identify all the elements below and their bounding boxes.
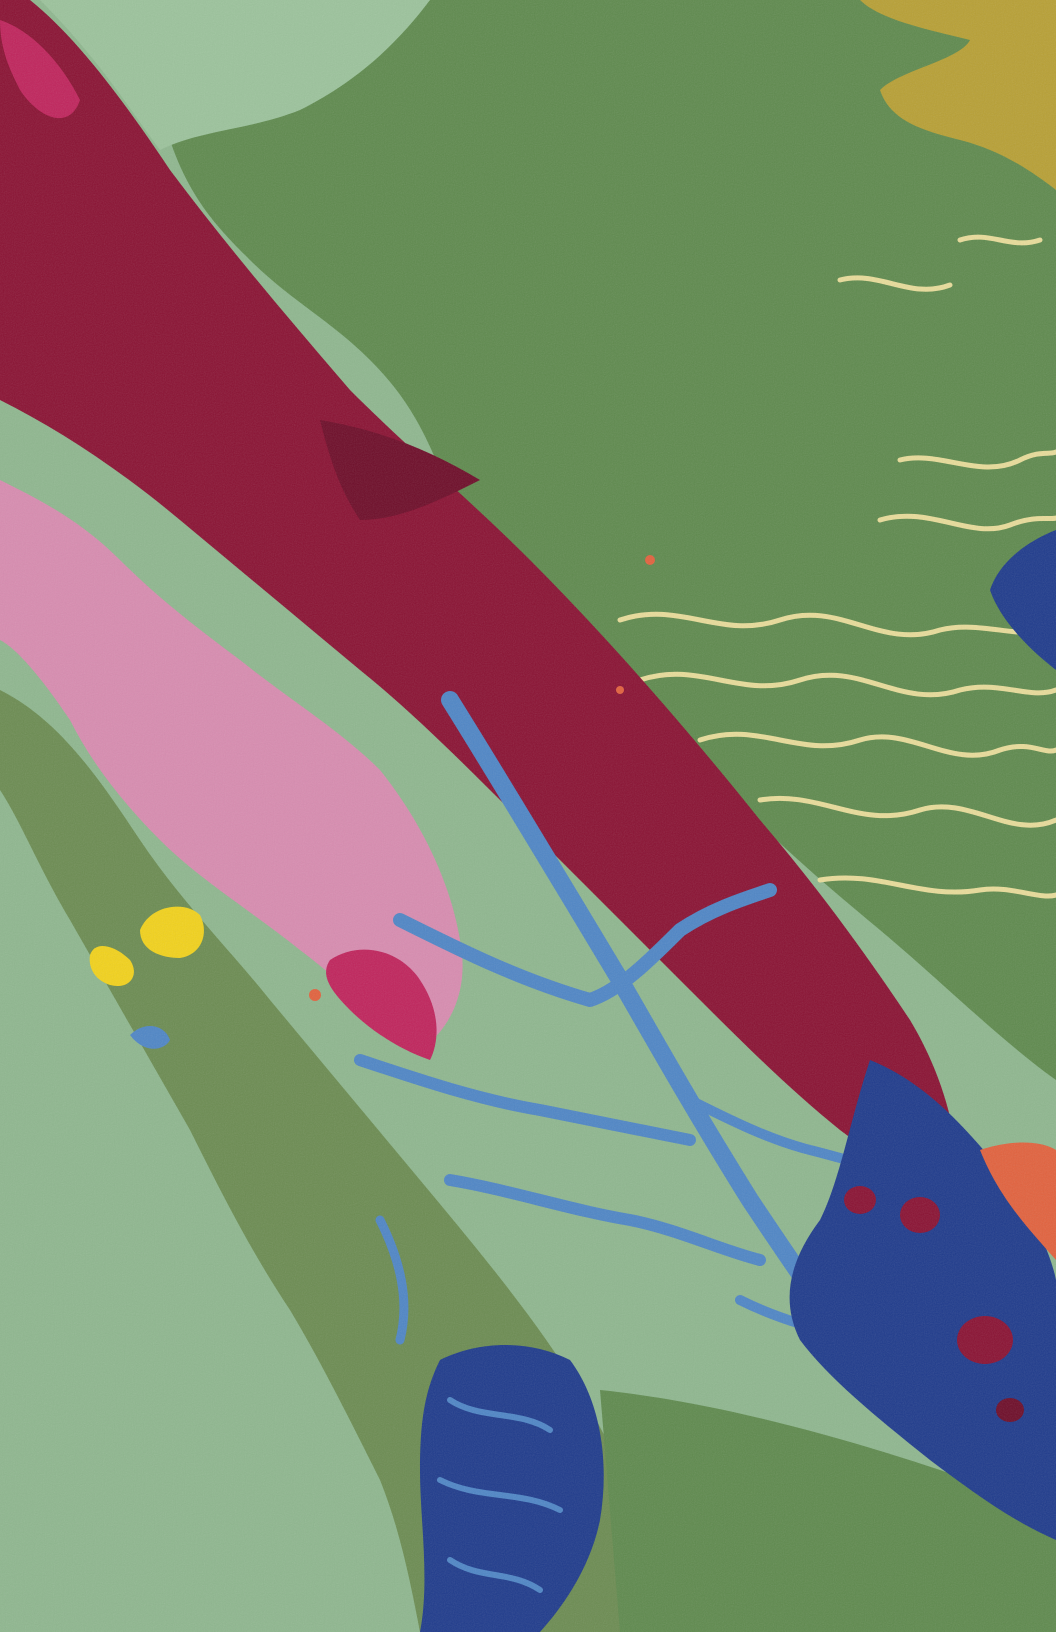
painting-canvas [0,0,1056,1632]
abstract-painting [0,0,1056,1632]
paper-grain-overlay [0,0,1056,1632]
